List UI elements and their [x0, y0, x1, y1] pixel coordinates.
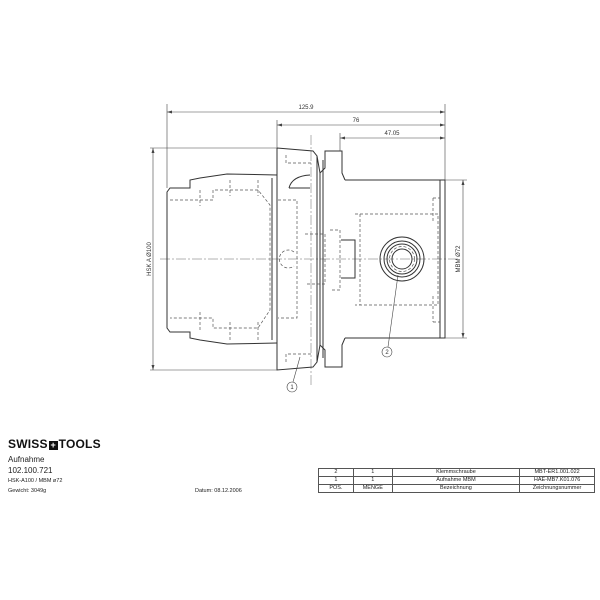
header-pos: POS. — [318, 484, 354, 493]
swiss-cross-icon: + — [48, 440, 58, 450]
svg-text:1: 1 — [290, 385, 294, 391]
hsk-shank-outline — [166, 173, 278, 345]
dimension-body-diameter: MBM Ø72 — [445, 179, 467, 339]
balloon-1: 1 — [286, 356, 301, 393]
dimension-label: HSK A Ø100 — [147, 242, 153, 276]
dimension-label: 47.05 — [384, 131, 400, 137]
dimension-flange-to-end: 76 — [276, 118, 445, 148]
key-slot — [288, 174, 311, 189]
dimension-label: MBM Ø72 — [456, 245, 462, 273]
shank-inner-cavity — [170, 189, 271, 329]
part-spec: HSK-A100 / MBM ø72 — [8, 478, 63, 484]
svg-text:2: 2 — [385, 350, 389, 356]
balloon-2: 2 — [381, 274, 399, 358]
parts-list-table: 2 1 Klemmschraube MBT-ER1.001.022 1 1 Au… — [318, 468, 595, 493]
header-bezeichnung: Bezeichnung — [391, 484, 521, 493]
body-hidden-lines — [355, 197, 440, 323]
zeichnungsnummer-cell: HAE-MB7.K01.076 — [519, 476, 595, 485]
header-zeichnungsnummer: Zeichnungsnummer — [519, 484, 595, 493]
table-row: 2 1 Klemmschraube MBT-ER1.001.022 — [318, 468, 595, 477]
dimension-overall-length: 125.9 — [166, 104, 446, 188]
brand-left: SWISS — [8, 437, 48, 451]
bezeichnung-cell: Aufnahme MBM — [391, 476, 521, 485]
pos-cell: 2 — [318, 468, 354, 477]
part-title: Aufnahme — [8, 455, 45, 464]
brand-logo: SWISS+TOOLS — [8, 437, 101, 451]
dimension-body-length: 47.05 — [339, 131, 445, 151]
dimension-label: 125.9 — [298, 105, 314, 111]
flange-step — [341, 239, 356, 279]
table-row: 1 1 Aufnahme MBM HAE-MB7.K01.076 — [318, 476, 595, 485]
table-header-row: POS. MENGE Bezeichnung Zeichnungsnummer — [318, 484, 595, 493]
dimension-label: 76 — [353, 118, 360, 124]
pos-cell: 1 — [318, 476, 354, 485]
menge-cell: 1 — [352, 468, 393, 477]
part-weight: Gewicht: 3049g — [8, 488, 47, 494]
shank-hidden-lines — [199, 180, 259, 340]
header-menge: MENGE — [352, 484, 393, 493]
orientation-hole — [279, 249, 295, 269]
drawing-date: Datum: 08.12.2006 — [195, 488, 242, 494]
groove-lines — [316, 156, 324, 362]
part-number: 102.100.721 — [8, 466, 53, 475]
bezeichnung-cell: Klemmschraube — [391, 468, 521, 477]
clamp-screw — [379, 236, 425, 282]
flange-hidden-lines — [278, 155, 341, 362]
dimension-shank-diameter: HSK A Ø100 — [147, 147, 277, 371]
brand-right: TOOLS — [58, 437, 101, 451]
menge-cell: 1 — [352, 476, 393, 485]
zeichnungsnummer-cell: MBT-ER1.001.022 — [519, 468, 595, 477]
mbm-body-outline — [345, 179, 446, 339]
